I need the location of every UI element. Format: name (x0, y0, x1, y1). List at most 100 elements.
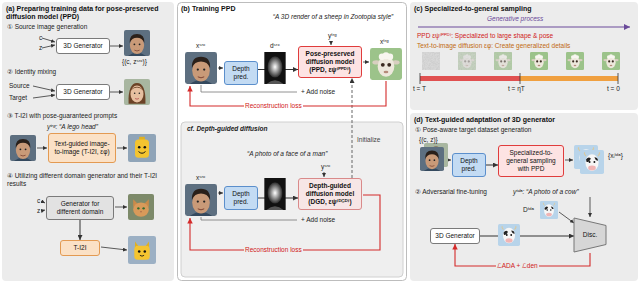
arrow (42, 45, 55, 48)
face-image (124, 79, 150, 105)
ppd-box: Pose-preserved diffusion model (PPD, εψ⁽… (298, 46, 362, 78)
box-label: Text-guided image-to-image (T-I2I, εφ) (52, 140, 112, 156)
panel-heading: (d) Text-guided adaptation of 3D generat… (414, 116, 634, 124)
ppd-span (420, 76, 520, 81)
box-label: 3D Generator (63, 88, 102, 96)
symbol-label: dˢʳᶜ (269, 42, 281, 50)
noise-label: + Add noise (300, 216, 336, 224)
stage-note: Text-to-image diffusion εφ: Create gener… (416, 42, 571, 50)
panel-ground (410, 2, 638, 110)
arrow (218, 68, 223, 69)
arrow (110, 46, 123, 47)
box-label: Specialized-to-general sampling with PPD (502, 149, 560, 172)
face-image (420, 147, 444, 171)
set-symbol: {xᵢᵗᵈᵃ} (607, 152, 624, 160)
connector (486, 165, 498, 166)
sample-image (566, 52, 584, 70)
panel: (d) Text-guided adaptation of 3D generat… (410, 113, 638, 281)
arrow (41, 210, 45, 211)
loss-label: Reconstruction loss (244, 102, 303, 110)
arrow (110, 92, 123, 93)
inset-title: cf. Depth-guided diffusion (186, 125, 268, 133)
prompt-text: “A 3D render of a sheep in Zootopia styl… (262, 13, 404, 21)
box-label: Disc. (583, 231, 597, 239)
step-title: ② Identity mixing (6, 68, 57, 76)
step-title: ② Adversarial fine-tuning (414, 188, 488, 196)
loss-label: Reconstruction loss (244, 246, 303, 254)
sampling-box: Specialized-to-general sampling with PPD (498, 145, 564, 177)
dgd-box: Depth-guided diffusion model (DGD, εψ⁽ᴰᴳ… (298, 178, 362, 210)
tick (618, 73, 619, 84)
symbol-label: yᵗʳᵍ (327, 32, 338, 40)
lego-cat-image (128, 236, 156, 264)
sample-image (494, 52, 512, 70)
arrow (565, 160, 573, 161)
generator-box: Generator for different domain (46, 196, 114, 220)
generator-box: 3D Generator (56, 84, 110, 100)
axis-label: t = 0 (606, 85, 621, 93)
arrow (559, 212, 574, 223)
prompt-text: “A photo of a face of a man” (246, 150, 328, 158)
cow-image (540, 201, 558, 219)
flow-arrows (218, 41, 369, 193)
box-label: T-I2I (73, 244, 86, 252)
arrow (33, 86, 55, 91)
prompt-text: yᵗᵈᵃ: “A photo of a cow” (512, 188, 580, 196)
process-label: Generative process (486, 15, 544, 23)
noise-image (422, 52, 440, 70)
axis-label: t = T (412, 85, 427, 93)
input-symbol: z (38, 44, 43, 52)
depth-image (264, 52, 285, 84)
panel: (a) Preparing training data for pose-pre… (2, 2, 174, 281)
face-image (124, 30, 150, 56)
connector (352, 78, 353, 178)
depth-image (264, 178, 285, 210)
noise-image (494, 52, 512, 70)
panel-heading: (a) Preparing training data for pose-pre… (6, 5, 170, 22)
symbol-label: xˢʳᶜ (195, 174, 206, 182)
arrow (218, 193, 223, 194)
discriminator-outline (574, 218, 606, 252)
panel-ground (178, 3, 407, 281)
connector (480, 236, 574, 237)
loss-label: ℒADA + ℒden (496, 262, 539, 270)
arrow (117, 148, 127, 149)
arrow (42, 38, 55, 42)
input-label: Source (8, 82, 31, 90)
arrow (363, 62, 369, 63)
input-symbol: c (38, 34, 43, 42)
input-symbol: c (36, 197, 41, 205)
connector (80, 220, 81, 240)
generator-box: 3D Generator (430, 228, 480, 244)
box-label: Depth pred. (456, 157, 482, 173)
panel-ground (410, 113, 638, 281)
box-label: 3D Generator (435, 232, 474, 240)
cow-image (498, 224, 520, 246)
stage-note: PPD εψ⁽ᴾᴾᴰ⁾: Specialized to large shape … (416, 32, 554, 40)
panel-heading: (c) Specialized-to-general sampling (414, 5, 634, 13)
box-label: Depth pred. (228, 190, 254, 206)
step-title: ④ Utilizing different domain generator a… (6, 172, 172, 188)
face-image (10, 135, 36, 161)
sample-image (530, 52, 548, 70)
ticks (420, 73, 618, 84)
arrow (33, 95, 55, 98)
arrow (37, 148, 47, 149)
set-symbol: {(c, zˢʳᶜ)} (121, 58, 148, 66)
noise-label: + Add noise (300, 88, 336, 96)
inset-ground (181, 122, 403, 277)
symbol-label: xˢʳᶜ (195, 42, 206, 50)
depth-box: Depth pred. (452, 153, 486, 177)
edge-label: Initialize (356, 136, 381, 144)
depth-box: Depth pred. (224, 186, 258, 210)
box-label: Generator for different domain (50, 200, 110, 216)
lego-image (128, 134, 156, 162)
sheep-image (370, 48, 402, 80)
symbol-label: xᵗʳᵍ (379, 38, 390, 46)
box-label: Pose-preserved diffusion model (PPD, εψ⁽… (302, 50, 358, 73)
step-title: ③ T-I2I with pose-guaranteed prompts (6, 112, 118, 120)
t2i-box: T-I2I (60, 240, 100, 256)
t2i-box: Text-guided image-to-image (T-I2I, εφ) (48, 133, 116, 163)
arrow (101, 247, 127, 250)
